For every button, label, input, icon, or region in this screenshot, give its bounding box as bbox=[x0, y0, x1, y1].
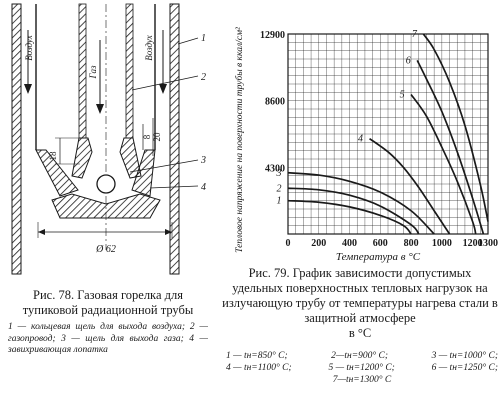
x-tick-label: 1300 bbox=[478, 238, 498, 249]
series-label-3: 3 bbox=[276, 168, 282, 179]
flare-left bbox=[35, 149, 79, 197]
y-axis-label: Тепловое напряжение на поверхности трубы… bbox=[234, 27, 245, 253]
legend-item: 7—tн=1300° С bbox=[332, 375, 392, 385]
x-tick-label: 200 bbox=[311, 238, 326, 249]
fig78-legend: 1 — кольцевая щель для выхода воздуха; 2… bbox=[8, 322, 208, 355]
x-tick-label: 800 bbox=[404, 238, 419, 249]
x-tick-label: 1200 bbox=[463, 238, 483, 249]
callout-1: 1 bbox=[201, 33, 206, 44]
legend-item: 6 — tн=1250° С; bbox=[431, 363, 498, 373]
outer-tube-left-wall bbox=[11, 3, 22, 275]
series-line-3 bbox=[287, 171, 435, 235]
callout-4: 4 bbox=[201, 182, 206, 193]
x-tick-label: 400 bbox=[342, 238, 357, 249]
legend-row: 4 — tн=1100° С; 5 — tн=1200° С; 6 — tн=1… bbox=[226, 362, 498, 374]
fig79-caption: Рис. 79. График зависимости допустимых у… bbox=[222, 266, 498, 325]
y-tick-label: 4300 bbox=[265, 163, 285, 174]
legend-item: 5 — tн=1200° С; bbox=[328, 363, 395, 373]
series-label-5: 5 bbox=[400, 89, 405, 100]
callout-3: 3 bbox=[200, 155, 206, 166]
series-line-1 bbox=[287, 199, 412, 235]
legend-item: 3 — tн=1000° С; bbox=[431, 351, 498, 361]
dimension-18: 18 bbox=[48, 151, 58, 161]
burner-diagram: Ø 62 18 8 20 Воздух Воздух Газ 1 2 3 4 bbox=[11, 3, 206, 275]
burner-head-right bbox=[119, 137, 142, 179]
legend-row: 1 — tн=850° С; 2—tн=900° С; 3 — tн=1000°… bbox=[226, 350, 498, 362]
series-label-4: 4 bbox=[358, 134, 363, 145]
gas-label: Газ bbox=[88, 65, 98, 79]
burner-head-left bbox=[71, 137, 93, 179]
y-tick-label: 8600 bbox=[265, 97, 285, 108]
fig78-caption-block: Рис. 78. Газовая горелка для тупиковой р… bbox=[8, 288, 208, 366]
gas-pipe-left-wall bbox=[78, 3, 87, 139]
legend-row: 7—tн=1300° С bbox=[226, 374, 498, 386]
air-label-right: Воздух bbox=[144, 35, 154, 61]
x-tick-label: 600 bbox=[373, 238, 388, 249]
fig79-caption-block: Рис. 79. График зависимости допустимых у… bbox=[222, 266, 498, 341]
callout-2: 2 bbox=[201, 72, 206, 83]
fig78-caption: Рис. 78. Газовая горелка для тупиковой р… bbox=[22, 288, 194, 317]
fig79-legend: 1 — tн=850° С; 2—tн=900° С; 3 — tн=1000°… bbox=[226, 350, 498, 386]
swirl-blade bbox=[51, 193, 161, 219]
series-line-4 bbox=[369, 137, 451, 235]
y-tick-label: 12900 bbox=[260, 30, 285, 41]
legend-item: 2—tн=900° С; bbox=[331, 351, 389, 361]
gas-pipe-right-wall bbox=[125, 3, 134, 139]
legend-item: 4 — tн=1100° С; bbox=[226, 363, 292, 373]
air-label-left: Воздух bbox=[24, 35, 34, 61]
flare-right bbox=[131, 149, 156, 197]
heat-load-chart: Тепловое напряжение на поверхности трубы… bbox=[234, 27, 498, 263]
x-tick-label: 1000 bbox=[432, 238, 452, 249]
dimension-20: 20 bbox=[152, 132, 162, 142]
series-line-2 bbox=[287, 187, 420, 235]
x-tick-label: 0 bbox=[286, 238, 291, 249]
series-label-1: 1 bbox=[277, 196, 282, 207]
series-label-2: 2 bbox=[277, 183, 282, 194]
dimension-62: Ø 62 bbox=[95, 244, 116, 255]
dimension-8: 8 bbox=[142, 134, 152, 139]
series-line-7 bbox=[422, 33, 489, 222]
fig79-caption-unit: в °С bbox=[348, 326, 372, 340]
series-label-6: 6 bbox=[406, 55, 411, 66]
series-label-7: 7 bbox=[412, 29, 418, 40]
series-line-5 bbox=[410, 93, 477, 235]
x-axis-label: Температура в °С bbox=[336, 251, 421, 263]
gas-nozzle bbox=[96, 174, 116, 194]
outer-tube-right-wall bbox=[169, 3, 180, 275]
plot-frame bbox=[287, 33, 489, 235]
series-line-6 bbox=[416, 59, 485, 235]
legend-item: 1 — tн=850° С; bbox=[226, 351, 288, 361]
